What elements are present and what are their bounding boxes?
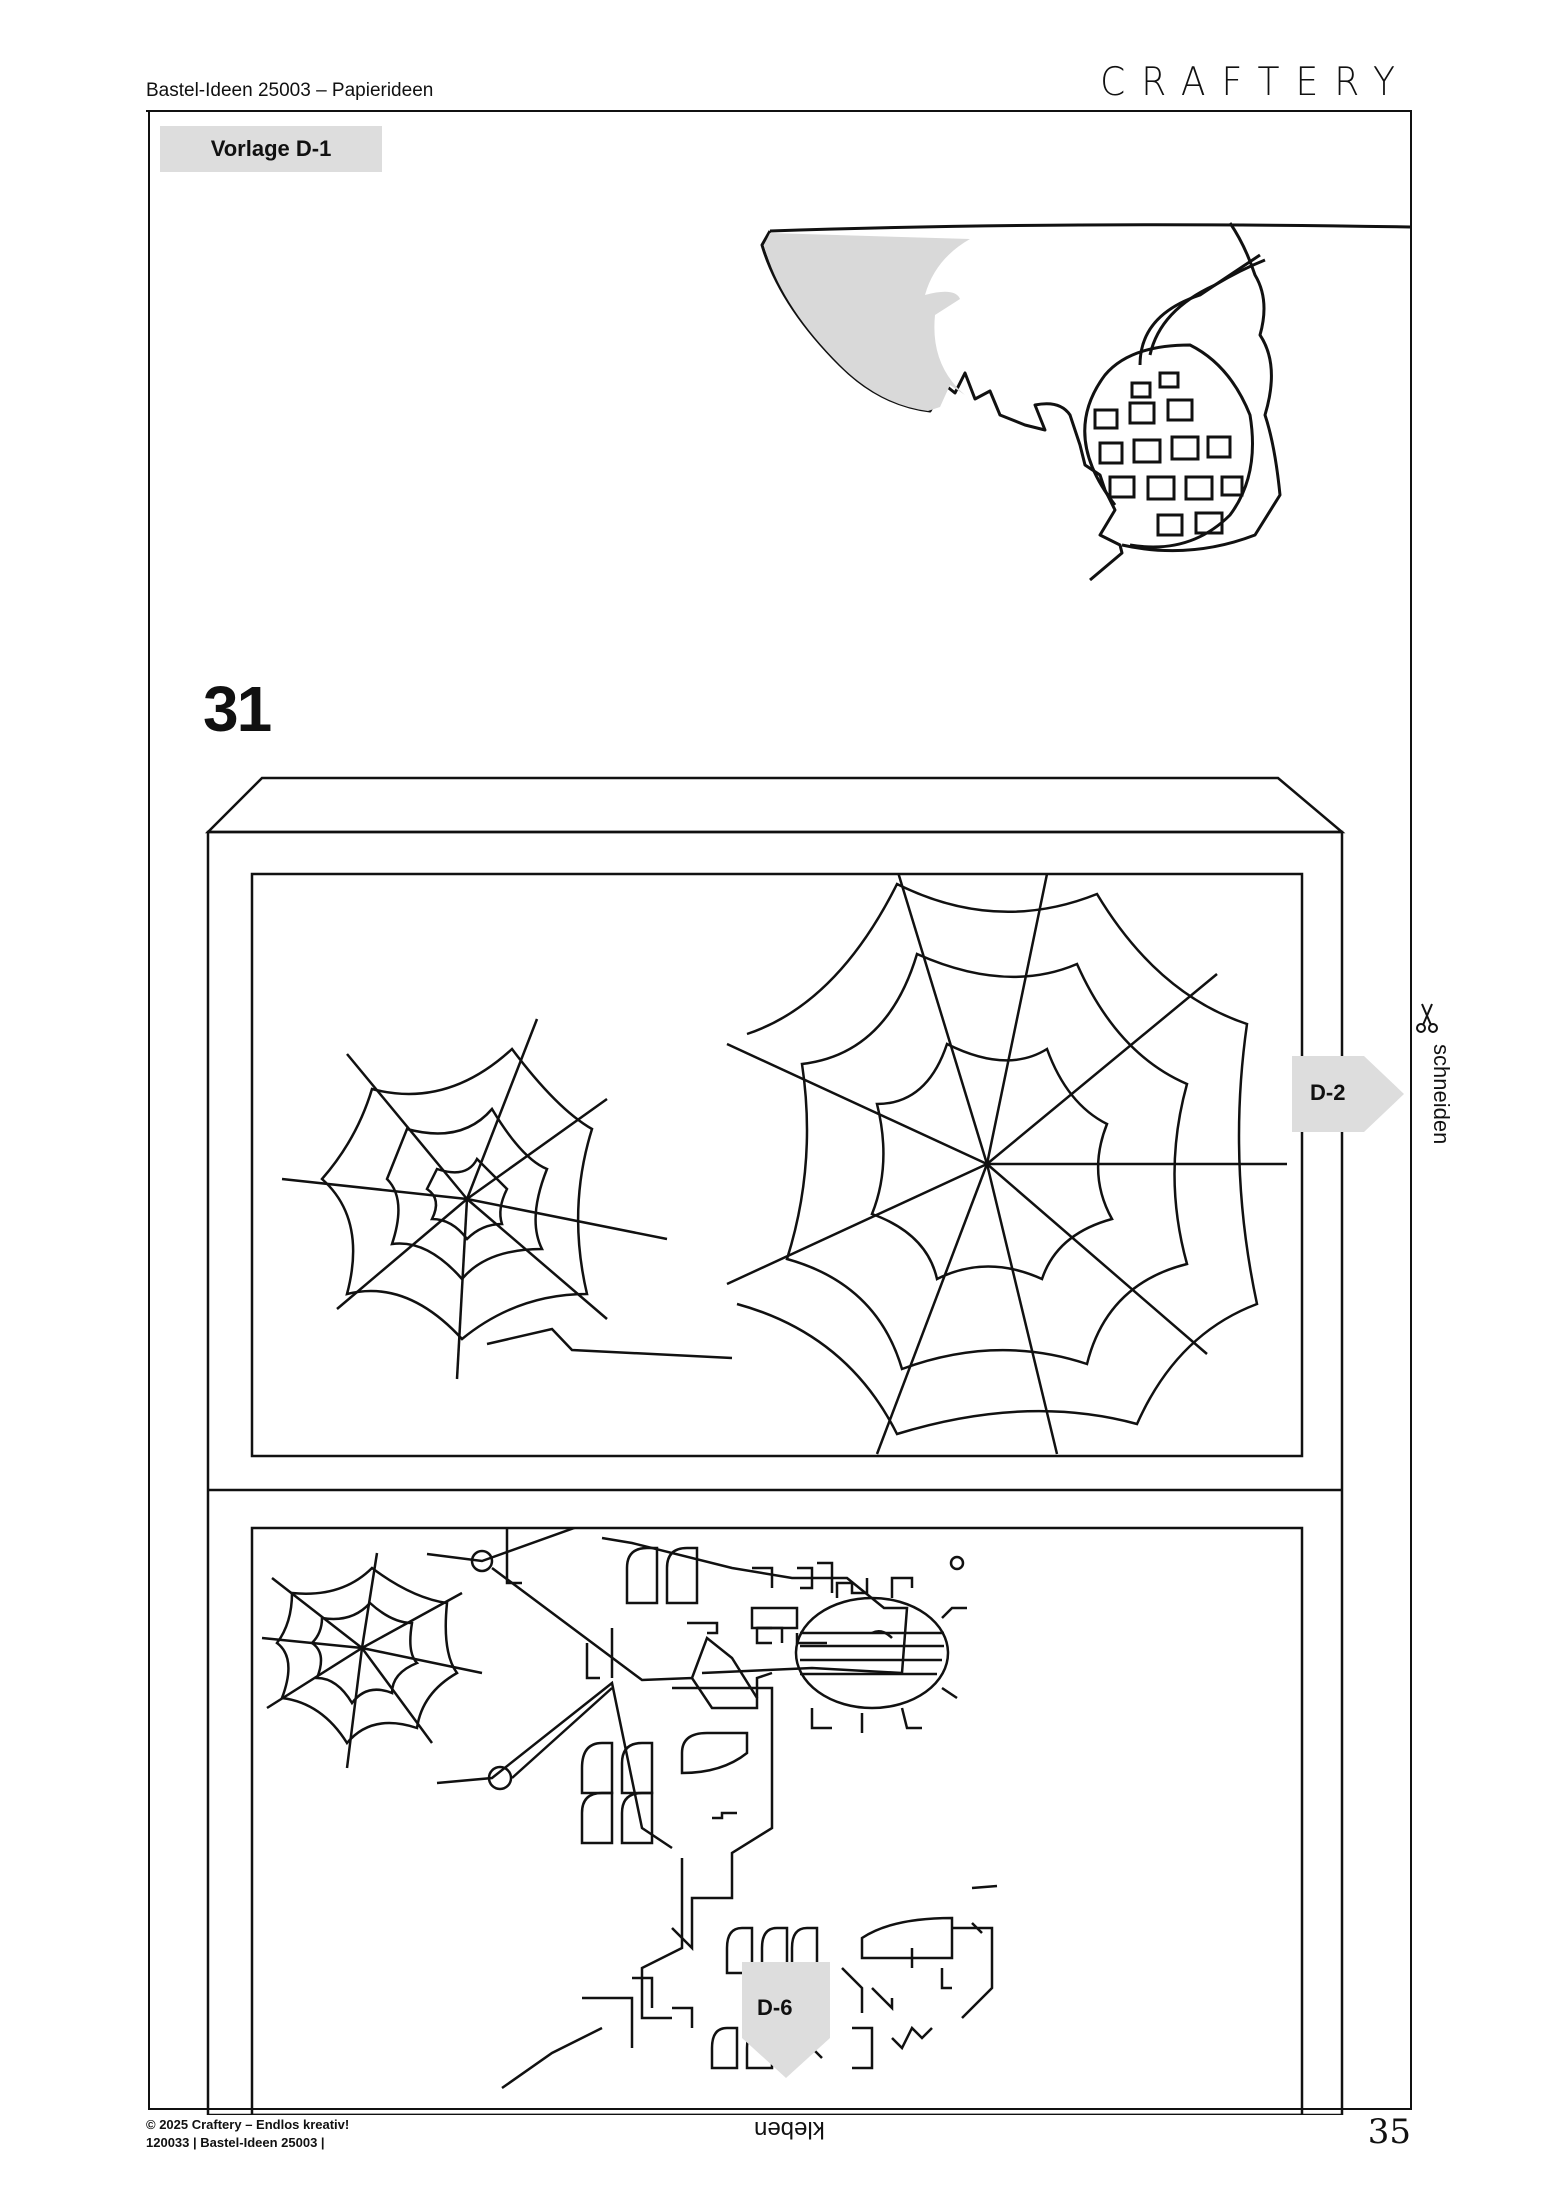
castle-panel bbox=[261, 1528, 998, 2090]
header-title: Bastel-Ideen 25003 – Papierideen bbox=[146, 80, 434, 101]
glue-label: kleben bbox=[754, 2116, 825, 2143]
footer-copyright: © 2025 Craftery – Endlos kreativ! bbox=[146, 2117, 350, 2132]
footer-article: 120033 | Bastel-Ideen 25003 | bbox=[146, 2135, 325, 2150]
footer: © 2025 Craftery – Endlos kreativ! 120033… bbox=[146, 2116, 349, 2152]
header-rule bbox=[146, 110, 1412, 112]
brand-logo: CRAFTERY bbox=[1100, 59, 1411, 106]
connector-label-bottom: D-6 bbox=[757, 1995, 793, 2020]
shark-illustration bbox=[760, 222, 1411, 582]
page-frame bbox=[148, 110, 1412, 2110]
cut-label: schneiden bbox=[1429, 1044, 1454, 1145]
page-number: 35 bbox=[1367, 2112, 1411, 2152]
spider-web-panel bbox=[281, 874, 1287, 1455]
scissors-icon bbox=[1416, 1003, 1438, 1033]
item-number: 31 bbox=[203, 673, 272, 745]
connector-label-right: D-2 bbox=[1310, 1080, 1346, 1105]
connector-tab-bottom bbox=[742, 1962, 830, 2078]
connector-tab-right bbox=[1292, 1056, 1404, 1132]
template-tag: Vorlage D-1 bbox=[160, 126, 382, 172]
lantern-box-outline bbox=[204, 776, 1346, 2115]
